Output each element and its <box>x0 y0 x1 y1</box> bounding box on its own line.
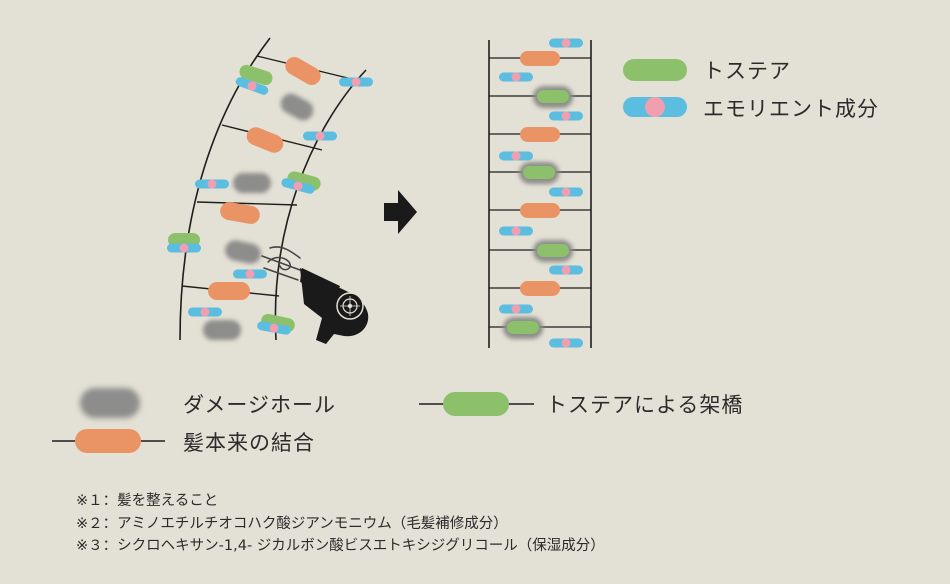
legend-damage-hole-swatch <box>80 388 140 418</box>
footnote-3: ※３：シクロヘキサン-1,4- ジカルボン酸ビスエトキシジグリコール（保湿成分） <box>76 538 605 554</box>
dryer-icon <box>300 268 369 344</box>
legend-tostea-swatch <box>623 59 687 81</box>
emollient-left <box>167 77 373 335</box>
legend-bottom <box>52 388 534 453</box>
legend-damage-hole-label: ダメージホール <box>183 393 336 417</box>
hair-rungs-left <box>181 55 357 297</box>
legend-crosslink-swatch <box>419 392 534 416</box>
footnote-2: ※２：アミノエチルチオコハク酸ジアンモニウム（毛髪補修成分） <box>76 515 508 532</box>
legend-top <box>623 59 687 117</box>
footnote-1: ※１：髪を整えること <box>76 493 219 509</box>
footnotes: ※１：髪を整えること ※２：アミノエチルチオコハク酸ジアンモニウム（毛髪補修成分… <box>76 490 605 558</box>
damaged-hair-strand <box>167 37 373 344</box>
air-flow-icon <box>261 246 301 281</box>
legend-emollient-label: エモリエント成分 <box>703 97 879 121</box>
legend-natural-bond-label: 髪本来の結合 <box>183 431 315 455</box>
legend-natural-bond-swatch <box>52 429 165 453</box>
legend-crosslink-label: トステアによる架橋 <box>546 393 744 417</box>
arrow-right-icon <box>384 190 417 234</box>
legend-emollient-swatch <box>623 97 687 117</box>
natural-bonds-left <box>208 57 321 300</box>
damage-holes-left <box>203 93 314 340</box>
repaired-hair-strand <box>488 38 592 348</box>
legend-tostea-label: トステア <box>703 59 791 83</box>
